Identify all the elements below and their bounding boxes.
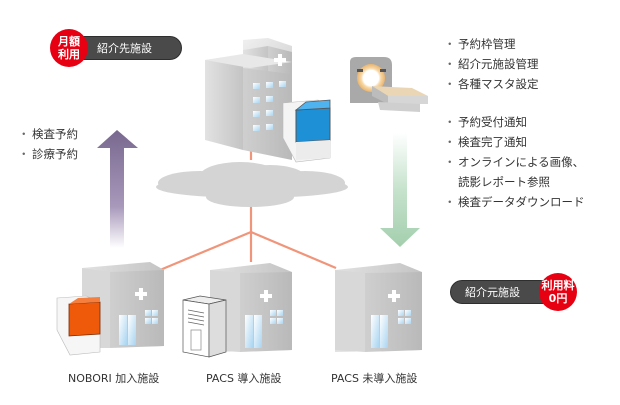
list-item: ・診療予約 bbox=[18, 147, 78, 161]
monthly-fee-badge: 月額 利用 bbox=[50, 29, 88, 67]
link-hub-to-nonpacs bbox=[250, 230, 337, 270]
cloud-icon bbox=[156, 162, 348, 207]
facility-label-non-pacs: PACS 未導入施設 bbox=[331, 372, 418, 385]
pill-label: 紹介先施設 bbox=[97, 42, 152, 55]
hospital-nobori-icon bbox=[56, 262, 164, 356]
pill-label: 紹介元施設 bbox=[465, 286, 520, 299]
link-hub-to-nobori bbox=[159, 230, 252, 272]
list-item: ・紹介元施設管理 bbox=[444, 57, 539, 71]
notification-features-list: ・予約受付通知 ・検査完了通知 ・オンラインによる画像、 読影レポート参照 ・検… bbox=[444, 112, 585, 212]
management-features-list: ・予約枠管理 ・紹介元施設管理 ・各種マスタ設定 bbox=[444, 34, 539, 94]
list-item: ・検査データダウンロード bbox=[444, 195, 585, 209]
hospital-main-icon bbox=[205, 38, 331, 163]
badge-line-2: 利用 bbox=[58, 48, 80, 61]
list-item: ・予約枠管理 bbox=[444, 37, 516, 51]
arrow-down-icon bbox=[380, 133, 420, 247]
list-item: ・予約受付通知 bbox=[444, 115, 527, 129]
badge-line-1: 月額 bbox=[58, 35, 80, 48]
list-item: ・各種マスタ設定 bbox=[444, 77, 539, 91]
list-item: ・オンラインによる画像、 bbox=[444, 155, 585, 169]
hospital-pacs-icon bbox=[182, 263, 292, 358]
badge-line-2: 0円 bbox=[548, 292, 568, 305]
list-item: ・検査予約 bbox=[18, 127, 78, 141]
free-usage-badge: 利用料 0円 bbox=[539, 273, 577, 311]
hospital-non-pacs-icon bbox=[335, 263, 422, 352]
ct-scanner-icon bbox=[350, 57, 428, 112]
facility-label-nobori: NOBORI 加入施設 bbox=[68, 372, 160, 385]
server-tower-icon bbox=[182, 295, 227, 358]
list-item-continuation: 読影レポート参照 bbox=[458, 175, 550, 189]
list-item: ・検査完了通知 bbox=[444, 135, 527, 149]
facility-label-pacs: PACS 導入施設 bbox=[206, 372, 282, 385]
referral-booking-list: ・検査予約 ・診療予約 bbox=[18, 124, 78, 164]
badge-line-1: 利用料 bbox=[541, 279, 575, 292]
arrow-up-icon bbox=[97, 130, 138, 248]
